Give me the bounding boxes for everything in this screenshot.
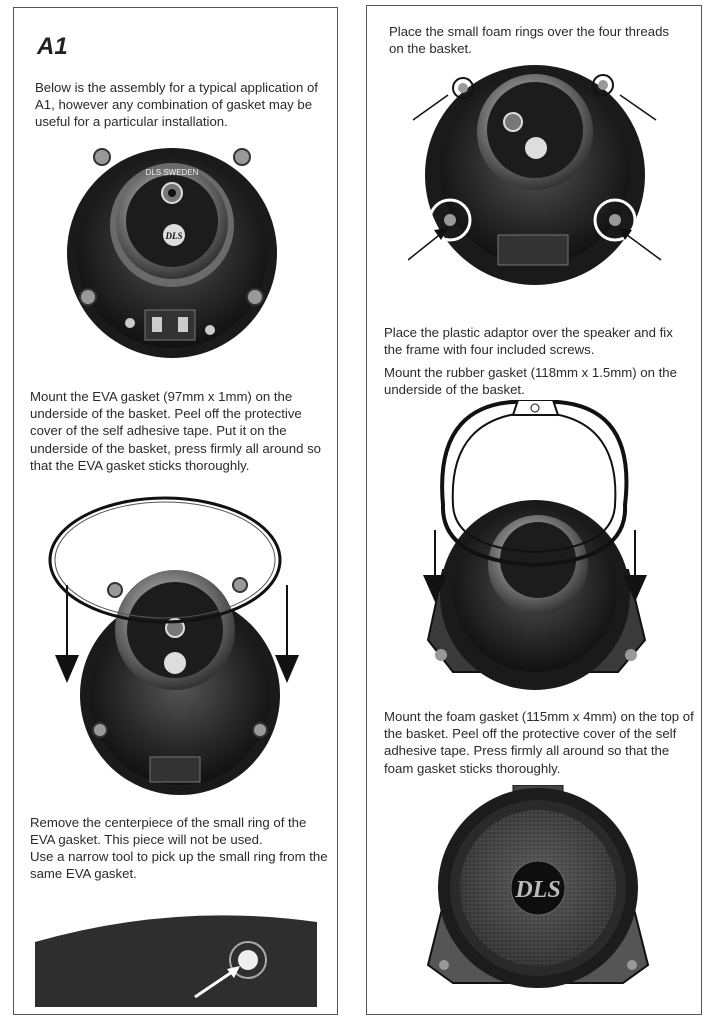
adaptor-text: Place the plastic adaptor over the speak… — [384, 325, 673, 358]
foam-gasket-text: Mount the foam gasket (115mm x 4mm) on t… — [384, 709, 694, 776]
speaker-underside-figure: DLS SWEDEN DLS — [60, 135, 285, 360]
eva-mount-text: Mount the EVA gasket (97mm x 1mm) on the… — [30, 389, 322, 473]
rubber-gasket-text: Mount the rubber gasket (118mm x 1.5mm) … — [384, 365, 677, 398]
foam-rings-text: Place the small foam rings over the four… — [389, 24, 670, 57]
dls-front-logo: DLS — [514, 877, 560, 903]
foam-rings-figure — [408, 60, 663, 290]
page-title: A1 — [37, 33, 68, 60]
remove-centerpiece-text: Remove the centerpiece of the small ring… — [30, 815, 307, 848]
rubber-gasket-figure — [413, 400, 658, 695]
eva-gasket-figure — [45, 495, 305, 800]
brand-text: DLS SWEDEN — [146, 168, 199, 177]
eva-ring-closeup-figure — [35, 912, 317, 1007]
finished-speaker-figure: DLS — [418, 785, 658, 995]
dls-logo-text: DLS — [164, 231, 182, 241]
narrow-tool-text: Use a narrow tool to pick up the small r… — [30, 849, 328, 882]
intro-text: Below is the assembly for a typical appl… — [35, 80, 318, 130]
